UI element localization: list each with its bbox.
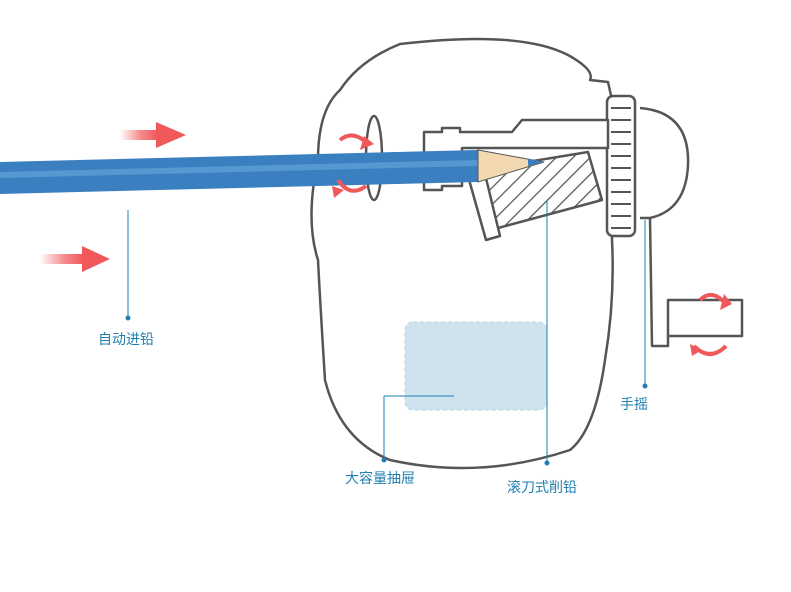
label-large-drawer: 大容量抽屉 xyxy=(345,471,415,487)
label-hand-crank: 手摇 xyxy=(620,397,648,413)
crank-arrowhead-icon xyxy=(690,344,702,356)
gear-wheel xyxy=(605,94,637,238)
crank-arrowhead-icon xyxy=(720,294,732,310)
pencil xyxy=(0,149,545,194)
rotation-arrowhead-icon xyxy=(332,186,344,198)
crank-arm xyxy=(639,106,744,348)
rotation-arrowhead-icon xyxy=(360,136,374,150)
feed-arrow-icon xyxy=(120,122,186,148)
label-roller-sharpening: 滚刀式削铅 xyxy=(507,480,577,496)
drawer xyxy=(404,321,548,411)
callout-leaders xyxy=(125,200,648,466)
label-auto-feed: 自动进铅 xyxy=(98,332,154,348)
feed-arrow-icon xyxy=(40,246,110,272)
guide-housing xyxy=(422,118,610,192)
crank-rotation-icon xyxy=(692,292,728,356)
